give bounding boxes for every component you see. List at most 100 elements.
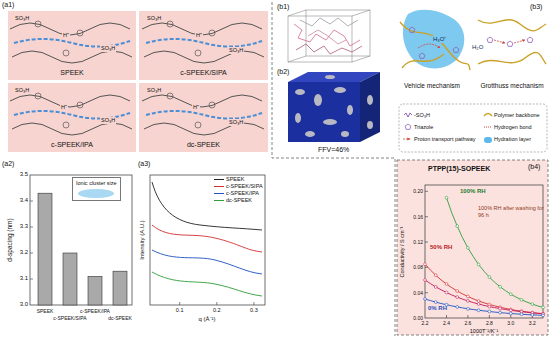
polymer-chains [142, 21, 264, 63]
figure-label: 1000T⁻¹/K⁻¹ [470, 328, 498, 335]
figure-label: SO₃H [146, 15, 162, 22]
figure-label: 0.16 [413, 214, 423, 220]
data-marker [509, 312, 512, 315]
data-marker [531, 303, 534, 306]
node-label: c-SPEEK/IPA [51, 141, 93, 149]
polymer-chains [10, 21, 132, 63]
cube-side [360, 72, 380, 142]
data-marker [499, 311, 502, 314]
saxs-curves [152, 182, 262, 296]
figure-label: SO₃H [14, 87, 30, 94]
figure-label: H⁺ [195, 32, 203, 39]
data-curve [425, 299, 543, 315]
figure-label: dc-SPEEK [108, 315, 132, 321]
legend-frame [399, 104, 547, 152]
figure-label: 3.1 [20, 275, 28, 282]
figure-label: (a3) [138, 160, 150, 168]
figure-label: 0.12 [413, 239, 423, 245]
figure-label: FFV=46% [318, 146, 349, 154]
node-label: SPEEK [60, 69, 83, 77]
figure-label: SO₃H [100, 45, 116, 52]
legend-text: Polymer backbone [494, 112, 540, 119]
data-marker [456, 225, 459, 228]
figure-label: 2.2 [422, 320, 429, 326]
legend-text: -SO₃H [414, 112, 430, 119]
data-marker [520, 298, 523, 301]
conductivity-curves [424, 196, 545, 316]
data-marker [520, 310, 523, 313]
legend-text: c-SPEEK/SIPA [226, 183, 263, 190]
figure-label: 3.5 [20, 171, 28, 178]
figure-label: 0.2 [213, 307, 221, 314]
figure-label: Vehicle mechanism [404, 82, 460, 90]
figure-label: 100% RH after washing for 96 h [478, 205, 544, 218]
b4-panel [397, 160, 548, 335]
figure-label: (b4) [528, 163, 540, 171]
data-marker [542, 306, 545, 309]
data-curve [447, 198, 544, 308]
legend-text: c-SPEEK/IPA [226, 190, 259, 197]
data-marker [456, 306, 459, 309]
data-curve [425, 280, 543, 314]
data-marker [445, 283, 448, 286]
data-marker [467, 247, 470, 250]
figure-label: SO₃H [14, 15, 30, 22]
chart-frame [425, 185, 543, 318]
data-marker [531, 314, 534, 317]
data-marker [424, 263, 427, 266]
figure-label: H⁺ [60, 104, 68, 111]
node-label: c-SPEEK/SIPA [180, 69, 227, 77]
data-marker [424, 298, 427, 301]
data-marker [499, 285, 502, 288]
figure-label: Grotthuss mechanism [480, 82, 543, 90]
cluster-ellipse [78, 189, 114, 198]
legend-text: Triazole [414, 124, 433, 131]
figure-label: 100% RH [460, 188, 486, 195]
node-label: Ionic cluster size [76, 180, 117, 187]
chart-frame [150, 175, 265, 305]
data-marker [456, 296, 459, 299]
data-marker [477, 309, 480, 312]
data-marker [520, 313, 523, 316]
data-marker [509, 309, 512, 312]
legend-text: Hydration layer [494, 136, 531, 143]
panel-ground [139, 11, 268, 80]
data-marker [542, 314, 545, 317]
legend-sample [404, 113, 412, 117]
data-marker [467, 300, 470, 303]
legend-sample [405, 124, 411, 129]
hydration-layer [403, 10, 464, 69]
legend-sample [484, 127, 492, 128]
figure-label: H₂O [472, 44, 483, 51]
legend-lines [214, 180, 224, 201]
data-marker [445, 196, 448, 199]
figure-label: 2.4 [443, 320, 450, 326]
data-marker [434, 286, 437, 289]
figure-label: Intensity (A.U.) [139, 220, 146, 260]
data-marker [509, 293, 512, 296]
figure-label: SO₃H [146, 87, 162, 94]
figure-label: SO₃H [228, 47, 244, 54]
figure-label: 0.3 [250, 307, 258, 314]
legend-text: Hydrogen bond [494, 124, 532, 131]
data-marker [467, 295, 470, 298]
figure-label: c-SPEEK/SIPA [53, 315, 86, 321]
figure-label: 0.1 [176, 307, 184, 314]
figure-label: PTPP(15)-SOPEEK [428, 165, 490, 173]
data-marker [467, 307, 470, 310]
figure-label: (b1) [277, 3, 289, 11]
data-marker [477, 300, 480, 303]
figure-label: 0.04 [413, 290, 423, 296]
simulation-box [288, 10, 370, 62]
legend-swatch [484, 137, 492, 143]
legend-sample [484, 114, 492, 117]
region-border [272, 2, 395, 336]
data-marker [509, 308, 512, 311]
figure-label: H⁺ [192, 104, 200, 111]
data-marker [488, 276, 491, 279]
figure-label: SPEEK [37, 308, 54, 314]
axis-ticks [30, 201, 33, 279]
figure-label: SO₃H [228, 119, 244, 126]
data-marker [424, 279, 427, 282]
